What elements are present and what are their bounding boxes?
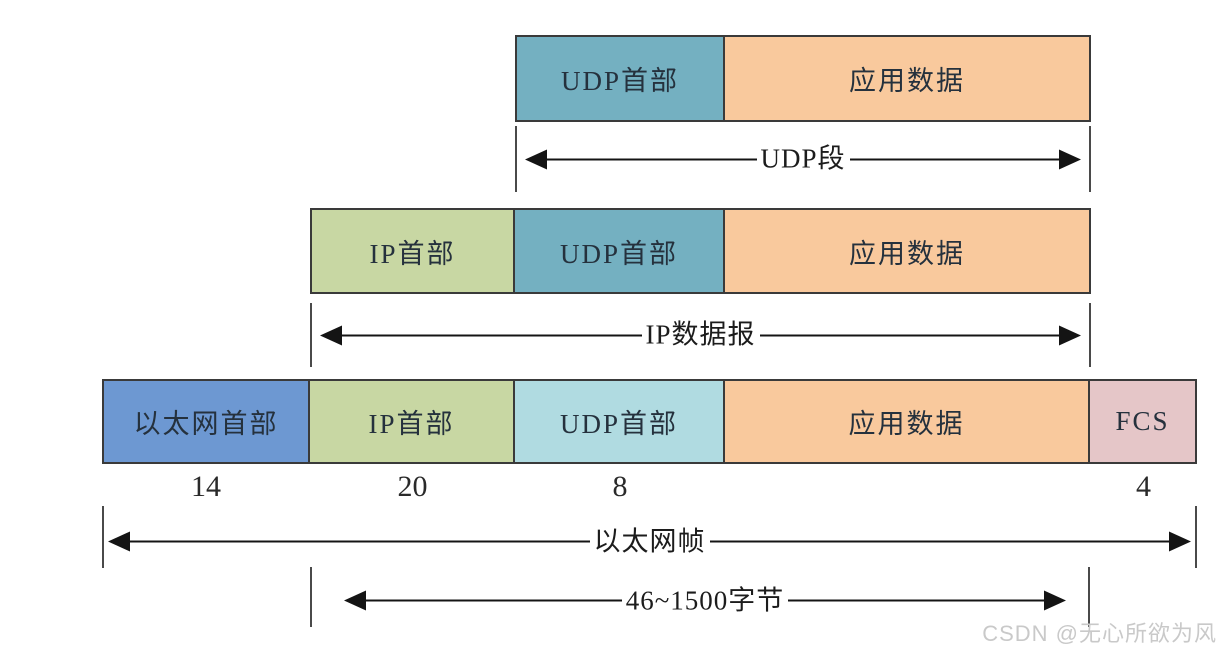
udp-segment-row: UDP首部 应用数据 — [515, 35, 1091, 122]
measure-label-payload-bytes: 46~1500字节 — [625, 585, 785, 616]
arrow-shaft — [547, 158, 757, 160]
measure-label-ip-datagram: IP数据报 — [645, 319, 756, 350]
box-ethernet-header: 以太网首部 — [102, 379, 310, 464]
measure-tick — [1195, 506, 1197, 568]
box-app-data-label: 应用数据 — [848, 409, 965, 439]
byte-size-udp-header: 8 — [612, 470, 628, 503]
arrow-right-icon — [1169, 531, 1191, 552]
arrow-shaft — [788, 599, 1045, 602]
box-ip-header-label: IP首部 — [369, 238, 456, 269]
box-udp-header: UDP首部 — [515, 35, 725, 122]
arrow-left-icon — [320, 325, 342, 345]
arrow-left-icon — [108, 531, 130, 552]
box-udp-header: UDP首部 — [515, 208, 725, 294]
arrow-right-icon — [1044, 590, 1067, 611]
measure-tick — [1088, 567, 1090, 627]
box-fcs: FCS — [1090, 379, 1197, 464]
arrow-right-icon — [1059, 325, 1082, 345]
arrow-left-icon — [344, 590, 366, 611]
byte-size-ip-header: 20 — [397, 470, 428, 503]
box-udp-header-label: UDP首部 — [559, 238, 678, 269]
arrow-shaft — [342, 334, 642, 336]
byte-size-ethernet-header: 14 — [191, 470, 221, 503]
measure-tick — [310, 567, 312, 627]
ip-datagram-row: IP首部 UDP首部 应用数据 — [310, 208, 1091, 294]
arrow-right-icon — [1059, 149, 1082, 169]
box-ip-header: IP首部 — [310, 379, 515, 464]
csdn-watermark: CSDN @无心所欲为风 — [982, 621, 1217, 646]
arrow-shaft — [759, 334, 1060, 336]
box-app-data: 应用数据 — [725, 208, 1091, 294]
box-ip-header-label: IP首部 — [368, 409, 455, 439]
box-ip-header: IP首部 — [310, 208, 515, 294]
arrow-shaft — [366, 599, 622, 602]
measure-udp-segment: UDP段 — [515, 126, 1091, 192]
measure-tick — [515, 126, 517, 192]
double-arrow: IP数据报 — [320, 319, 1082, 350]
measure-tick — [310, 303, 312, 367]
measure-ethernet-frame: 以太网帧 — [102, 506, 1197, 568]
measure-tick — [102, 506, 104, 568]
arrow-shaft — [849, 158, 1060, 160]
byte-size-fcs: 4 — [1136, 470, 1151, 503]
measure-ip-datagram: IP数据报 — [310, 303, 1091, 367]
box-udp-header-label: UDP首部 — [560, 66, 679, 96]
box-udp-header: UDP首部 — [515, 379, 725, 464]
measure-label-ethernet-frame: 以太网帧 — [593, 526, 706, 557]
measure-tick — [1089, 126, 1091, 192]
box-app-data: 应用数据 — [725, 379, 1090, 464]
box-udp-header-label: UDP首部 — [559, 409, 678, 439]
measure-label-udp-segment: UDP段 — [760, 143, 846, 174]
arrow-shaft — [130, 540, 590, 543]
box-fcs-label: FCS — [1115, 406, 1170, 436]
box-app-data-label: 应用数据 — [849, 66, 965, 96]
box-ethernet-header-label: 以太网首部 — [133, 409, 279, 439]
double-arrow: 46~1500字节 — [344, 585, 1067, 616]
box-app-data: 应用数据 — [725, 35, 1091, 122]
measure-payload-bytes: 46~1500字节 — [310, 567, 1090, 627]
box-app-data-label: 应用数据 — [849, 238, 965, 269]
measure-tick — [1089, 303, 1091, 367]
ethernet-frame-row: 以太网首部 IP首部 UDP首部 应用数据 FCS — [102, 379, 1197, 464]
double-arrow: 以太网帧 — [108, 528, 1191, 555]
double-arrow: UDP段 — [525, 143, 1082, 174]
arrow-shaft — [709, 540, 1169, 543]
arrow-left-icon — [525, 149, 547, 169]
